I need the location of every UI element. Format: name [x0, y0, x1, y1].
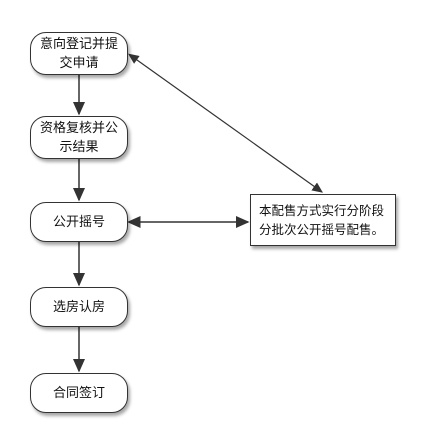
allocation-note-box: 本配售方式实行分阶段 分批次公开摇号配售。	[250, 194, 396, 246]
flow-step-label: 合同签订	[52, 385, 105, 401]
flow-step-registration: 意向登记并提 交申请	[30, 32, 128, 75]
flow-step-house-selection: 选房认房	[30, 287, 128, 327]
flow-step-label: 选房认房	[52, 299, 105, 315]
flow-step-label: 公开摇号	[52, 214, 105, 230]
flow-step-contract-signing: 合同签订	[30, 373, 128, 413]
flow-step-qualification-review: 资格复核并公 示结果	[30, 116, 128, 159]
arrow-step1-note-bidirectional	[128, 53, 323, 193]
flow-step-label: 意向登记并提 交申请	[39, 36, 118, 71]
allocation-note-text: 本配售方式实行分阶段 分批次公开摇号配售。	[259, 203, 385, 237]
flow-step-label: 资格复核并公 示结果	[39, 120, 118, 155]
flow-step-public-lottery: 公开摇号	[30, 202, 128, 242]
